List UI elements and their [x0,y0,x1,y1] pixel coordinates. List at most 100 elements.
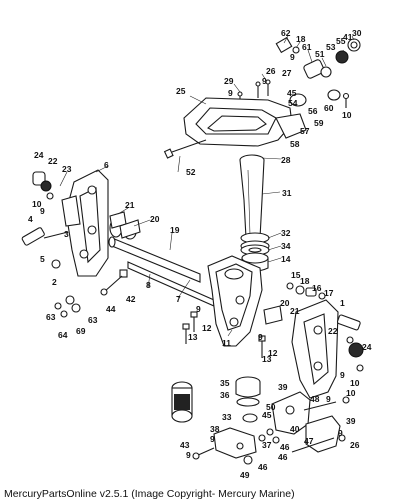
callout-27: 27 [282,68,292,78]
callout-44: 44 [106,304,116,314]
callout-9-btm2: 9 [338,428,343,438]
callout-21: 21 [125,200,135,210]
callout-45: 45 [287,88,297,98]
callout-8: 8 [146,280,151,290]
callout-60: 60 [324,103,334,113]
callout-47: 47 [304,436,314,446]
knob-22 [346,336,364,372]
callout-34: 34 [281,241,291,251]
callout-18: 18 [296,34,306,44]
callout-labels: 62 18 61 30 55 41 53 51 9 26 27 9 29 9 4… [28,28,372,480]
callout-25: 25 [176,86,186,96]
callout-1: 1 [340,298,345,308]
stern-bracket-left [61,169,109,277]
callout-24-right: 24 [362,342,372,352]
clamp-screw-4 [21,227,69,246]
lock-lever-38 [213,427,257,459]
callout-33: 33 [222,412,232,422]
bushing-20-left [119,219,141,239]
callout-26: 26 [266,66,276,76]
callout-37: 37 [262,440,272,450]
callout-46-b: 46 [278,452,288,462]
callout-22: 22 [48,156,58,166]
callout-64: 64 [58,330,68,340]
callout-56: 56 [308,106,318,116]
callout-42: 42 [126,294,136,304]
callout-13: 13 [188,332,198,342]
callout-17: 17 [324,288,334,298]
bolt-26-47 [291,396,350,453]
callout-10-top: 10 [342,110,352,120]
callout-26-b: 26 [350,440,360,450]
washer-36 [236,397,260,407]
callout-50: 50 [266,402,276,412]
bushing-35 [235,376,261,398]
callout-38: 38 [210,424,220,434]
callout-51: 51 [315,49,325,59]
callout-9-top: 9 [290,52,295,62]
callout-11: 11 [222,338,231,348]
screw-13 [182,323,190,344]
callout-32: 32 [281,228,291,238]
callout-30: 30 [352,28,362,38]
reverse-lock-bracket-40 [305,415,341,453]
callout-10-left: 10 [32,199,42,209]
washer-33 [242,413,258,423]
callout-21-right: 21 [290,306,300,316]
callout-48: 48 [310,394,320,404]
callout-12: 12 [202,323,212,333]
bushing-20-right [263,305,283,325]
callout-49: 49 [240,470,250,480]
callout-43: 43 [180,440,190,450]
callout-63-b: 63 [88,315,98,325]
callout-62: 62 [281,28,291,38]
swivel-pin-tube [239,154,265,242]
callout-46-a: 46 [280,442,290,452]
bolt-52 [163,139,207,159]
callout-18-mid: 18 [300,276,310,286]
callout-16: 16 [312,283,322,293]
stern-bracket-right [291,299,361,399]
callout-63-a: 63 [46,312,56,322]
callout-5: 5 [40,254,45,264]
callout-69: 69 [76,326,86,336]
callout-9-btm: 9 [326,394,331,404]
callout-15: 15 [291,270,301,280]
callout-52: 52 [186,167,196,177]
callout-9-right: 9 [340,370,345,380]
leader-lines [59,35,355,337]
knob-24 [32,171,54,200]
small-parts-46-49 [192,428,280,465]
nut-2 [51,259,61,269]
callout-24: 24 [34,150,44,160]
callout-29: 29 [224,76,234,86]
callout-9-c: 9 [228,88,233,98]
swivel-bracket-lower [207,255,263,347]
callout-20-right: 20 [280,298,290,308]
callout-10-right: 10 [350,378,360,388]
callout-28: 28 [281,155,291,165]
callout-3: 3 [64,229,69,239]
callout-41: 41 [343,32,353,42]
callout-19: 19 [170,225,180,235]
callout-61: 61 [302,42,312,52]
callout-9-b: 9 [262,76,267,86]
callout-7: 7 [176,294,181,304]
bolt-42 [100,269,128,296]
callout-54: 54 [288,98,298,108]
callout-22-right: 22 [328,326,338,336]
callout-59: 59 [314,118,324,128]
callout-9-mid: 9 [196,304,201,314]
callout-14: 14 [281,254,291,264]
callout-36: 36 [220,390,230,400]
callout-23: 23 [62,164,72,174]
callout-35: 35 [220,378,230,388]
image-caption: MercuryPartsOnline v2.5.1 (Image Copyrig… [4,488,295,500]
callout-9-left: 9 [40,206,45,216]
inset-detail-box [171,381,193,423]
callout-13-b: 13 [262,354,272,364]
tilt-lock-knob-assembly [237,36,361,108]
callout-6: 6 [104,160,109,170]
